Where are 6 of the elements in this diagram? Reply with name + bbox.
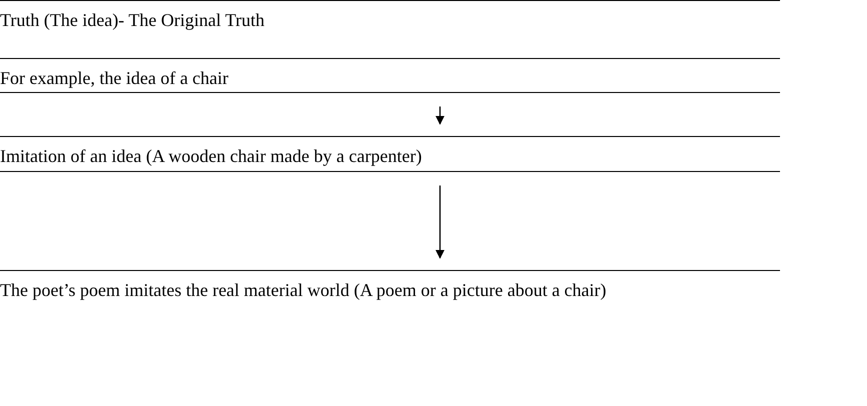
row-text: The poet’s poem imitates the real material world (A poem or a picture about a chair) (0, 279, 608, 302)
row-text: Imitation of an idea (A wooden chair made by a carpenter) (0, 145, 423, 168)
arrow (435, 106, 445, 125)
row-text: Truth (The idea)- The Original Truth (0, 9, 266, 32)
arrow (435, 186, 445, 259)
row-text: For example, the idea of a chair (0, 67, 230, 90)
